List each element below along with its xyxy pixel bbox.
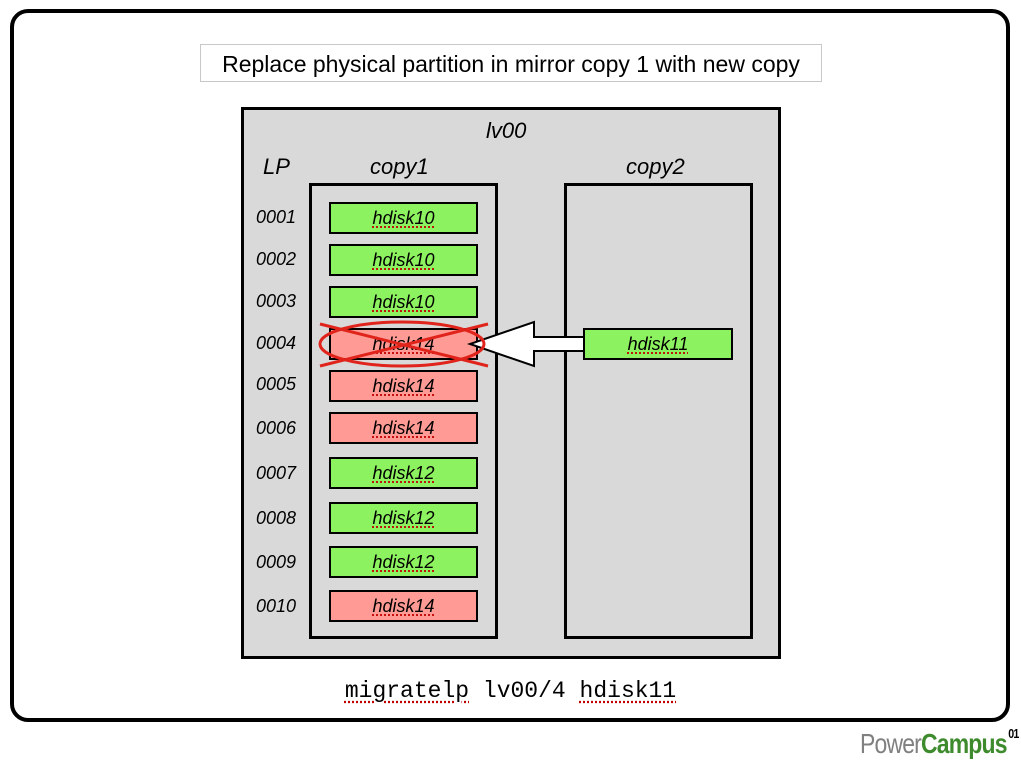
new-copy-partition: hdisk11 [583,328,733,360]
partition-label: hdisk10 [372,250,435,270]
partition-box: hdisk14 [329,370,478,402]
partition-box: hdisk12 [329,546,478,578]
copy2-header: copy2 [626,154,685,179]
lp-number: 0009 [256,552,297,572]
slide-title: Replace physical partition in mirror cop… [200,44,822,82]
partition-label: hdisk14 [372,596,435,616]
lp-number: 0005 [256,374,297,394]
partition-label: hdisk12 [372,463,435,483]
partition-label: hdisk10 [372,208,435,228]
command-line: migratelp lv00/4 hdisk11 [0,678,1021,704]
lp-number: 0006 [256,418,297,438]
partition-label: hdisk12 [372,552,435,572]
lp-number: 0007 [256,463,297,483]
lp-header: LP [263,154,290,179]
new-copy-label: hdisk11 [627,334,689,354]
lp-number: 0004 [256,333,297,353]
partition-box: hdisk10 [329,202,478,234]
lp-number: 0008 [256,508,297,528]
partition-label: hdisk14 [372,376,435,396]
command-arg-disk: hdisk11 [579,678,677,704]
copy1-header: copy1 [370,154,429,179]
partition-label: hdisk14 [372,418,435,438]
partition-box: hdisk14 [329,590,478,622]
lv-name-label: lv00 [486,118,527,143]
lp-number: 0001 [256,207,297,227]
partition-label: hdisk12 [372,508,435,528]
migration-arrow-icon [466,320,583,368]
strike-line [319,322,489,368]
logo-suffix: 01 [1008,726,1019,741]
partition-label: hdisk10 [372,292,435,312]
command-arg-lv: lv00/4 [482,678,566,704]
logo-part-campus: Campus [920,728,1007,759]
lp-number: 0010 [256,596,297,616]
command-name: migratelp [344,678,470,704]
partition-box: hdisk10 [329,286,478,318]
partition-box: hdisk12 [329,457,478,489]
lp-number: 0002 [256,249,297,269]
partition-box: hdisk10 [329,244,478,276]
logo-part-power: Power [860,728,922,759]
copy2-column [564,183,753,639]
lp-number: 0003 [256,291,297,311]
partition-box: hdisk12 [329,502,478,534]
highlight-ellipse [318,320,486,368]
partition-box: hdisk14 [329,412,478,444]
